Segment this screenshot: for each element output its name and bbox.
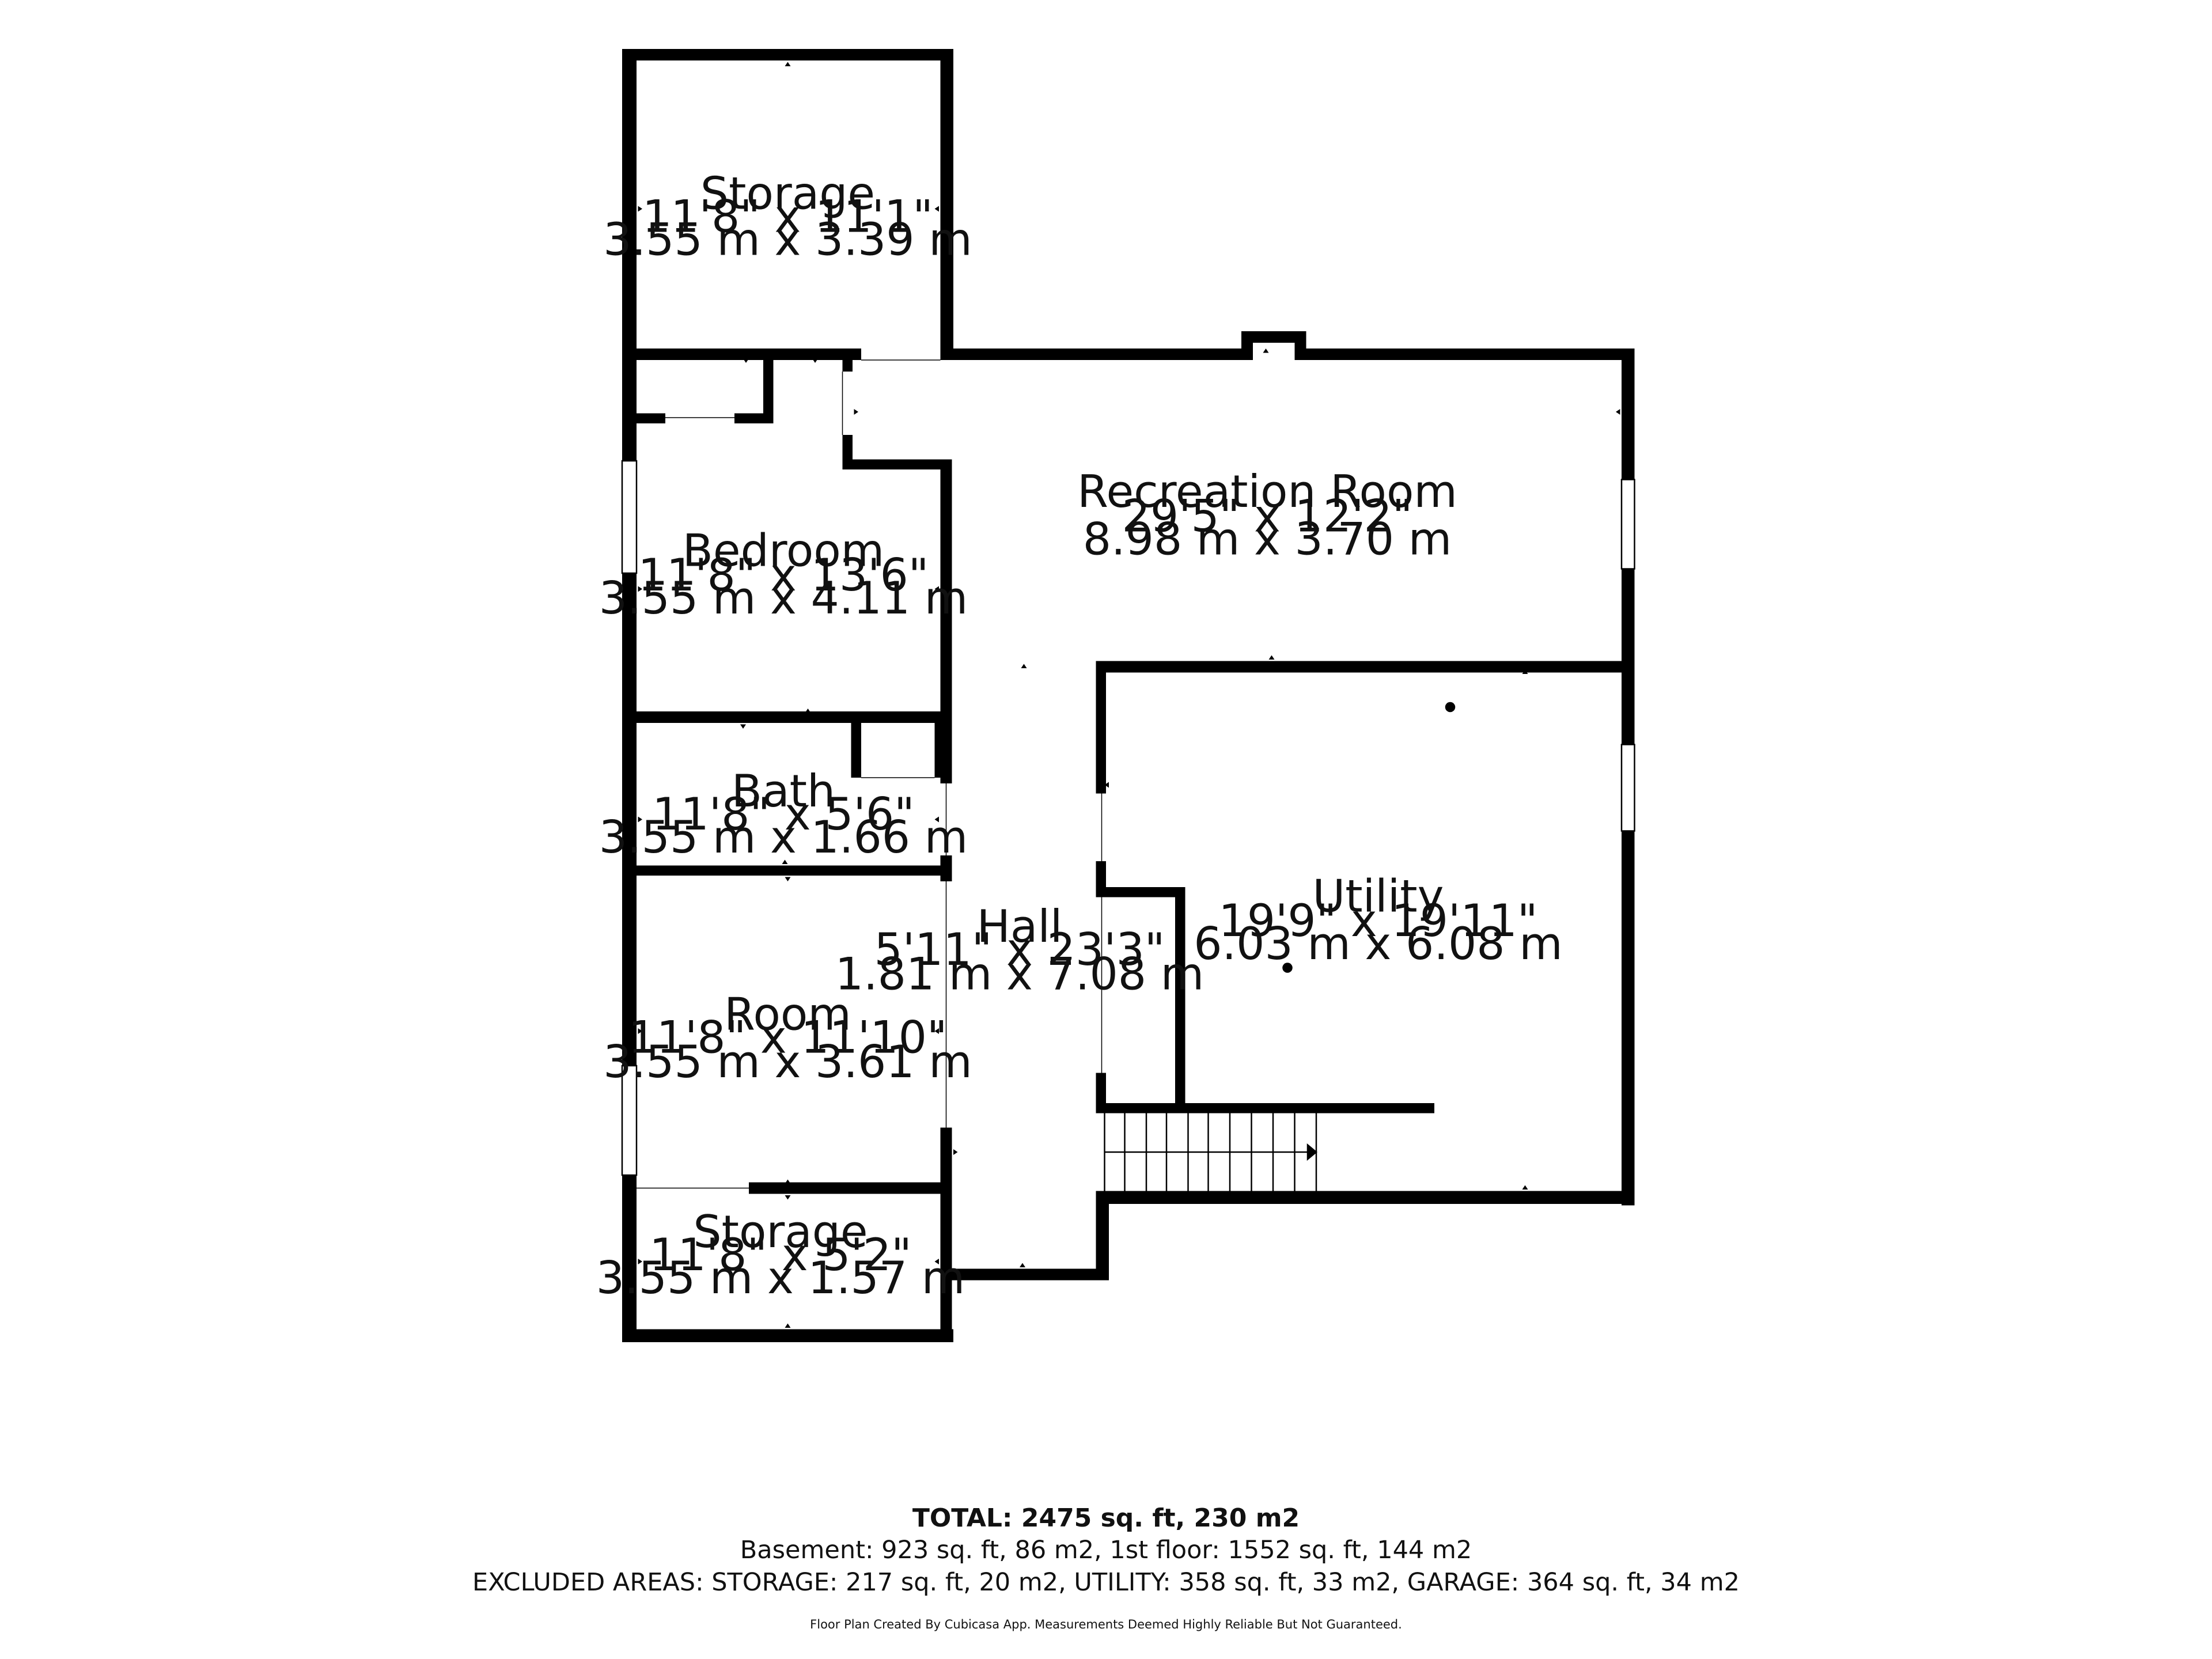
room-label-bath: Bath 11'8" x 5'6" 3.55 m x 1.66 m <box>599 766 968 863</box>
room-label-recreation: Recreation Room 29'5" x 12'2" 8.98 m x 3… <box>1077 466 1457 566</box>
excluded-areas: EXCLUDED AREAS: STORAGE: 217 sq. ft, 20 … <box>472 1568 1740 1597</box>
room-dimensions-metric: 3.55 m x 1.57 m <box>596 1252 965 1304</box>
room-dimensions-metric: 8.98 m x 3.70 m <box>1083 514 1452 566</box>
room-dimensions-imperial: 11'8" x 11'10" <box>628 1012 947 1064</box>
room-name: Storage <box>693 1206 868 1258</box>
room-label-storage-top: Storage 11'8" x 11'1" 3.55 m x 3.39 m <box>603 168 972 266</box>
room-name: Room <box>724 989 851 1041</box>
room-name: Utility <box>1313 871 1444 923</box>
room-name: Bath <box>732 766 835 817</box>
total-area: TOTAL: 2475 sq. ft, 230 m2 <box>912 1503 1300 1533</box>
stairs <box>1104 1113 1317 1191</box>
room-name: Storage <box>700 168 875 220</box>
room-name: Hall <box>977 901 1063 953</box>
floor-areas: Basement: 923 sq. ft, 86 m2, 1st floor: … <box>740 1536 1472 1565</box>
room-dimensions-metric: 3.55 m x 3.61 m <box>603 1036 972 1088</box>
fixtures <box>1282 702 1456 973</box>
room-label-storage-bottom: Storage 11'8" x 5'2" 3.55 m x 1.57 m <box>596 1206 965 1304</box>
room-dimensions-imperial: 11'8" x 5'6" <box>652 789 915 840</box>
room-label-utility: Utility 19'9" x 19'11" 6.03 m x 6.08 m <box>1194 871 1563 971</box>
room-dimensions-imperial: 11'8" x 13'6" <box>638 550 929 601</box>
windows <box>621 460 1635 1176</box>
room-dimensions-metric: 1.81 m x 7.08 m <box>835 949 1205 1001</box>
room-label-hall: Hall 5'11" x 23'3" 1.81 m x 7.08 m <box>835 901 1205 1001</box>
room-dimensions-metric: 3.55 m x 1.66 m <box>599 812 968 863</box>
room-dimensions-metric: 3.55 m x 3.39 m <box>603 214 972 266</box>
door-openings <box>637 359 1103 1189</box>
room-dimensions-imperial: 19'9" x 19'11" <box>1218 895 1537 947</box>
room-dimensions-metric: 6.03 m x 6.08 m <box>1194 918 1563 970</box>
room-label-room: Room 11'8" x 11'10" 3.55 m x 3.61 m <box>603 989 972 1089</box>
room-dimensions-imperial: 11'8" x 11'1" <box>642 191 933 243</box>
room-dimensions-imperial: 29'5" x 12'2" <box>1122 491 1413 543</box>
room-dimensions-imperial: 5'11" x 23'3" <box>874 924 1165 976</box>
room-label-bedroom: Bedroom 11'8" x 13'6" 3.55 m x 4.11 m <box>599 525 968 625</box>
credit-note: Floor Plan Created By Cubicasa App. Meas… <box>810 1618 1402 1631</box>
room-name: Bedroom <box>683 525 885 577</box>
dimension-ticks <box>638 62 1620 1328</box>
room-dimensions-metric: 3.55 m x 4.11 m <box>599 573 968 624</box>
room-name: Recreation Room <box>1077 466 1457 518</box>
room-dimensions-imperial: 11'8" x 5'2" <box>649 1229 912 1281</box>
